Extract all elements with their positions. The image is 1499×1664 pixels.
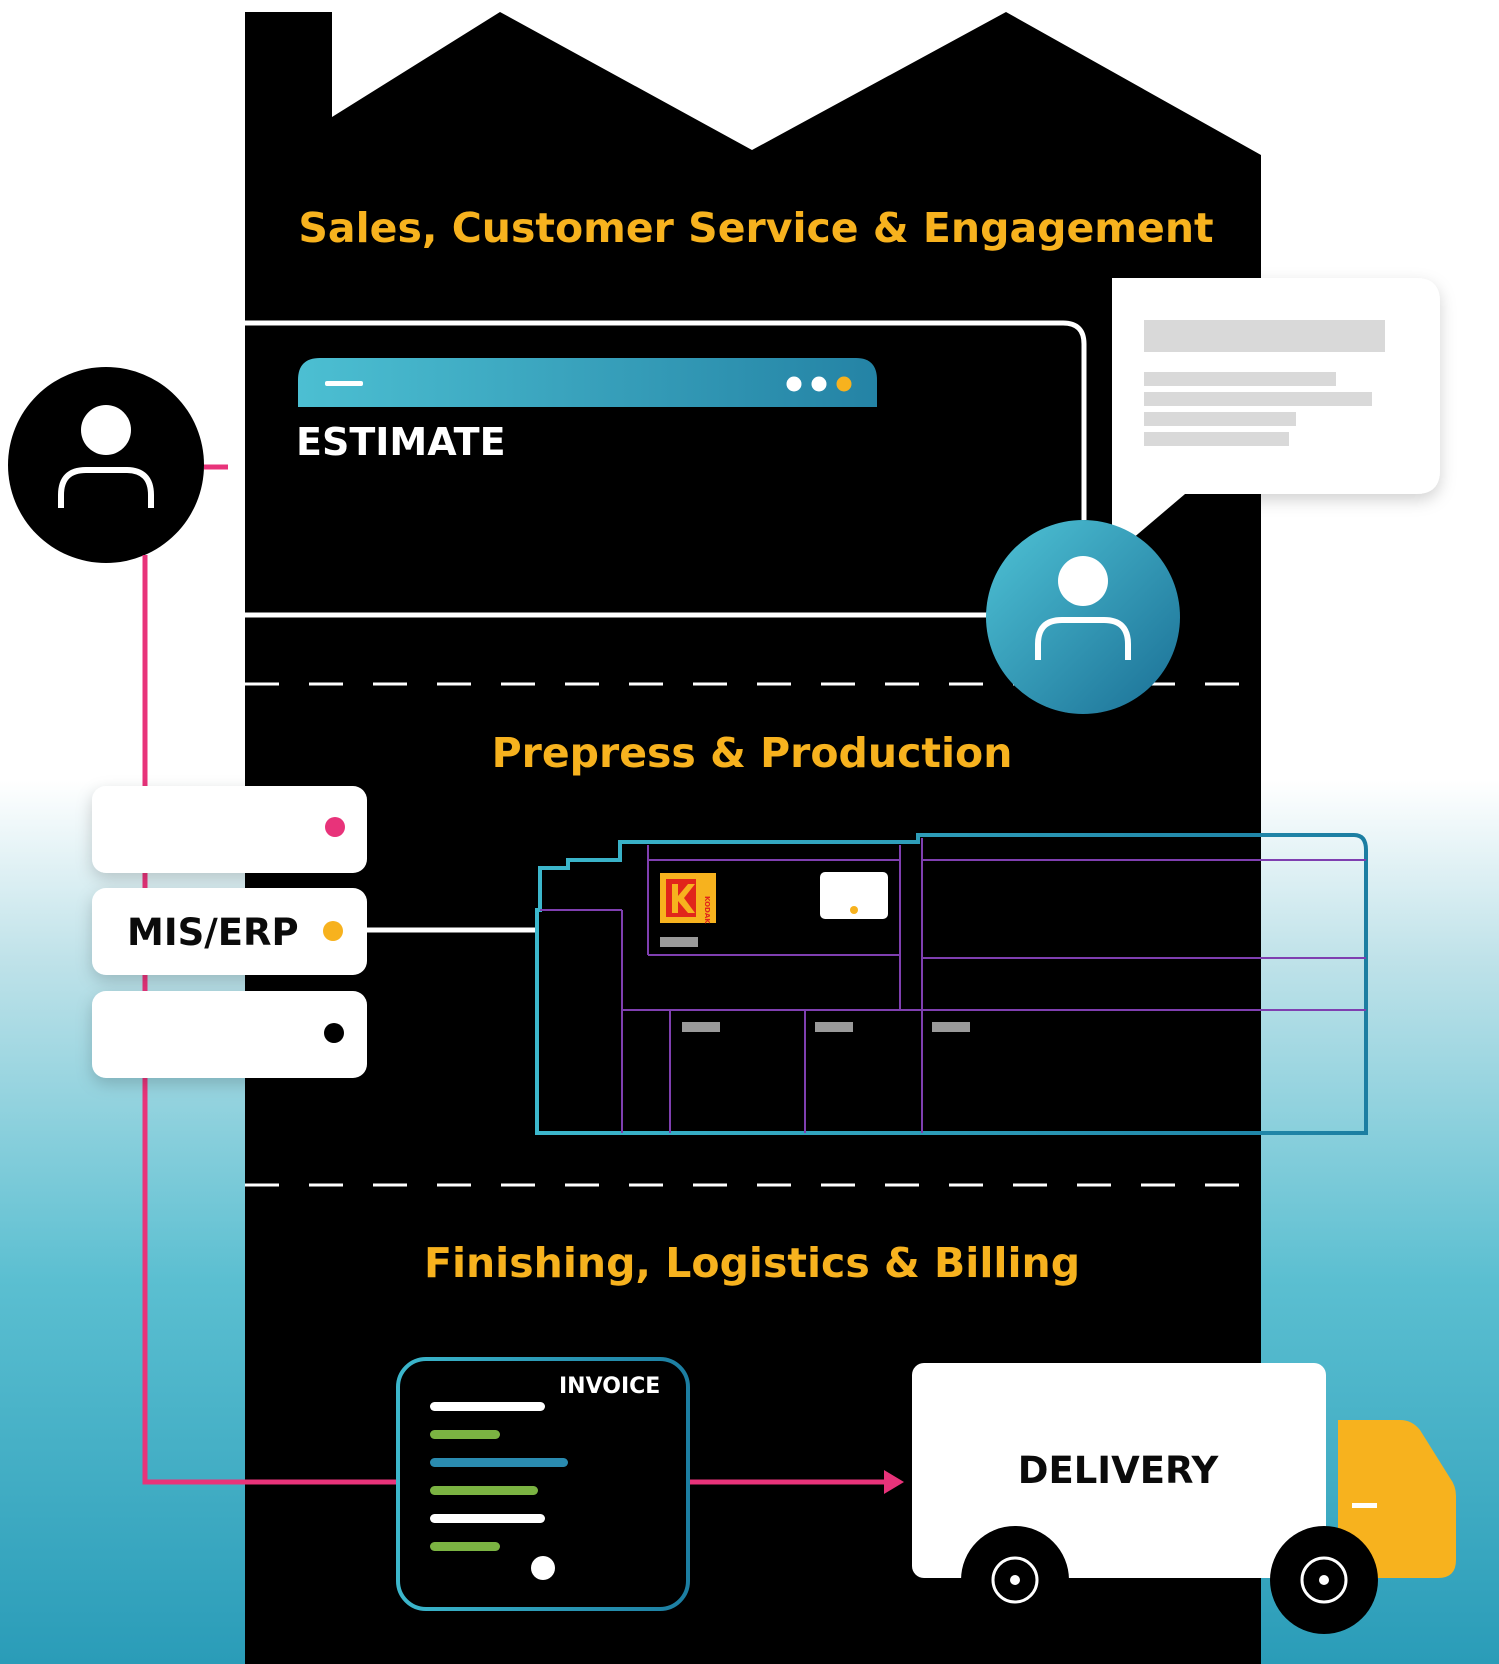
user-icon — [8, 367, 204, 563]
chat-bubble-text-lines — [1144, 320, 1385, 446]
estimate-window-bar — [298, 358, 877, 407]
section-heading-prepress: Prepress & Production — [492, 729, 1013, 777]
server-stack — [92, 786, 367, 1078]
factory-building — [245, 12, 1261, 1664]
estimate-label: ESTIMATE — [296, 420, 506, 464]
section-heading-sales: Sales, Customer Service & Engagement — [298, 204, 1213, 252]
press-slot-markers — [660, 937, 970, 1032]
arrow-to-delivery — [884, 1470, 904, 1494]
section-heading-finishing: Finishing, Logistics & Billing — [424, 1239, 1080, 1287]
invoice-document — [396, 1357, 690, 1611]
agent-icon — [986, 520, 1180, 714]
mis-erp-label: MIS/ERP — [127, 911, 299, 954]
truck-icon — [912, 1363, 1456, 1634]
kodak-logo-icon: KODAK — [660, 873, 716, 924]
invoice-label: INVOICE — [559, 1374, 660, 1399]
svg-text:KODAK: KODAK — [703, 896, 711, 924]
press-control-panel — [820, 872, 888, 919]
delivery-label: DELIVERY — [1018, 1449, 1220, 1492]
estimate-frame — [245, 320, 1087, 520]
digital-press — [535, 833, 1368, 1135]
